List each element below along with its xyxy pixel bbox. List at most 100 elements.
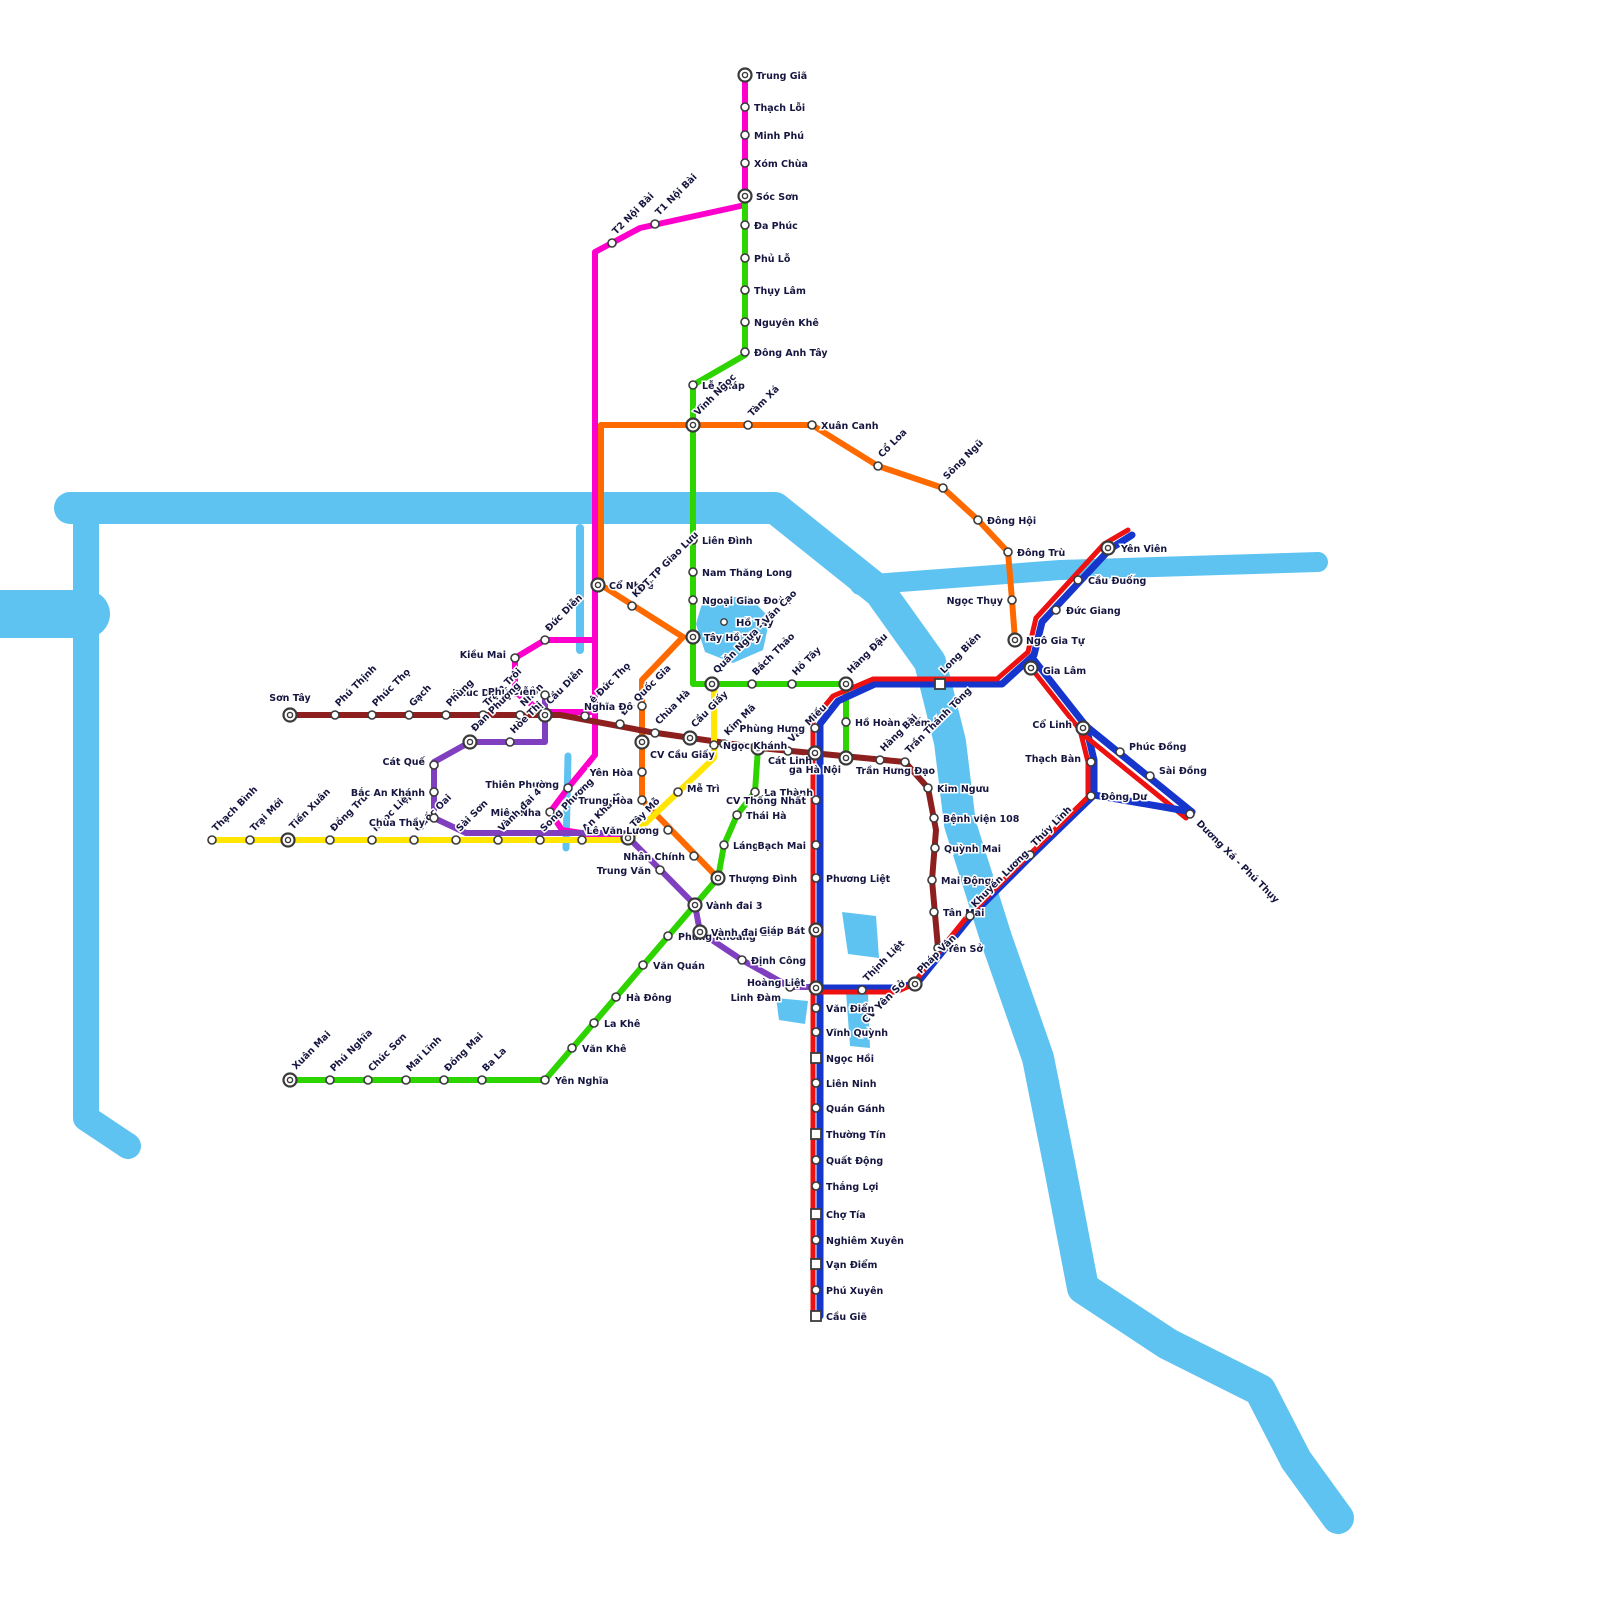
station-dot-marker[interactable]	[429, 813, 439, 823]
station-cat-que[interactable]: Cát Quế	[381, 756, 439, 770]
station-dot-marker[interactable]	[540, 690, 550, 700]
station-gia-lam[interactable]: Gia Lâm	[1023, 660, 1088, 679]
station-chua-thay[interactable]: Chùa Thầy	[367, 813, 439, 831]
station-dot-marker[interactable]	[650, 219, 660, 229]
station-van-khe[interactable]: Văn Khê	[567, 1043, 628, 1057]
station-vanh-dai-3[interactable]: Vành đai 3	[687, 897, 764, 914]
station-dot-marker[interactable]	[900, 757, 910, 767]
station-ho-hoan-kiem[interactable]: Hồ Hoàn Kiếm	[841, 717, 932, 731]
station-dot-marker[interactable]	[783, 746, 793, 756]
station-dot-marker[interactable]	[688, 380, 698, 390]
station-dot-marker[interactable]	[811, 840, 821, 850]
station-mieu-nha[interactable]: Miêu Nha	[489, 807, 555, 821]
station-dot-marker[interactable]	[367, 835, 377, 845]
station-minh-phu[interactable]: Minh Phú	[740, 130, 806, 144]
station-bach-mai[interactable]: Bạch Mai	[756, 840, 821, 854]
station-dot-marker[interactable]	[811, 1235, 821, 1245]
station-mai-dong[interactable]: Mai Động	[927, 875, 993, 889]
station-thang-loi[interactable]: Thắng Lợi	[811, 1181, 880, 1195]
station-dot-marker[interactable]	[535, 835, 545, 845]
station-dinh-cong[interactable]: Định Công	[737, 955, 808, 969]
station-dot-marker[interactable]	[637, 767, 647, 777]
station-benh-vien-108[interactable]: Bệnh viện 108	[929, 813, 1021, 827]
station-dot-marker[interactable]	[857, 985, 867, 995]
station-dot-marker[interactable]	[367, 710, 377, 720]
station-dot-marker[interactable]	[740, 102, 750, 112]
station-cat-linh[interactable]: Cát Linh	[750, 740, 814, 769]
station-dot-marker[interactable]	[927, 875, 937, 885]
station-dot-marker[interactable]	[1025, 850, 1035, 860]
station-dot-marker[interactable]	[747, 679, 757, 689]
station-quat-dong[interactable]: Quất Động	[811, 1155, 885, 1169]
station-dot-marker[interactable]	[580, 711, 590, 721]
station-dot-marker[interactable]	[740, 158, 750, 168]
station-dot-marker[interactable]	[743, 420, 753, 430]
station-dot-marker[interactable]	[510, 653, 520, 663]
station-dot-marker[interactable]	[740, 253, 750, 263]
station-phuc-dien[interactable]: Phúc Diễn	[451, 687, 520, 701]
station-dot-marker[interactable]	[650, 728, 660, 738]
station-duong-xa-phu-thuy[interactable]: Dương Xá - Phú Thụy	[1185, 809, 1283, 908]
station-dot-marker[interactable]	[441, 710, 451, 720]
station-dot-marker[interactable]	[811, 1181, 821, 1191]
station-cho-tia[interactable]: Chợ Tía	[810, 1208, 867, 1223]
station-tay-ho-tay[interactable]: Tây Hồ Tây	[685, 629, 763, 646]
station-dong-mai[interactable]: Đồng Mai	[439, 1029, 487, 1085]
station-trung-gia[interactable]: Trung Giã	[737, 67, 809, 84]
station-yen-hoa[interactable]: Yên Hòa	[587, 767, 647, 781]
station-square-marker[interactable]	[810, 1128, 822, 1140]
station-quan-ganh[interactable]: Quán Gánh	[811, 1103, 887, 1117]
station-van-dien[interactable]: Văn Điển	[811, 1002, 876, 1017]
station-song-ngu[interactable]: Sông Ngũ	[938, 436, 987, 493]
station-dot-marker[interactable]	[929, 907, 939, 917]
station-dot-marker[interactable]	[545, 807, 555, 817]
station-dot-marker[interactable]	[719, 739, 729, 749]
station-van-quan[interactable]: Văn Quán	[638, 960, 707, 974]
station-dot-marker[interactable]	[637, 795, 647, 805]
station-le-van-luong[interactable]: Lê Văn Lương	[585, 825, 673, 839]
station-thach-loi[interactable]: Thạch Lỗi	[740, 102, 807, 116]
station-da-phuc[interactable]: Đa Phúc	[740, 220, 799, 234]
station-cau-duong[interactable]: Cầu Đuống	[1073, 575, 1148, 589]
station-mai-linh[interactable]: Mai Lĩnh	[401, 1033, 446, 1085]
station-dot-marker[interactable]	[589, 1018, 599, 1028]
station-tran-hung-dao[interactable]: Trần Hưng Đạo	[838, 750, 937, 779]
station-kieu-mai[interactable]: Kiều Mai	[458, 649, 520, 663]
station-dot-marker[interactable]	[709, 740, 719, 750]
station-tan-mai[interactable]: Tân Mai	[929, 907, 986, 921]
station-dot-marker[interactable]	[785, 982, 795, 992]
station-soc-son[interactable]: Sóc Sơn	[737, 188, 800, 205]
station-square-marker[interactable]	[810, 1310, 822, 1322]
station-nghia-do[interactable]: Nghĩa Đô	[583, 701, 647, 715]
station-dot-marker[interactable]	[1086, 791, 1096, 801]
station-square-marker[interactable]	[810, 1052, 822, 1064]
station-dot-marker[interactable]	[325, 835, 335, 845]
station-dot-marker[interactable]	[439, 1075, 449, 1085]
station-nguyen-khe[interactable]: Nguyên Khê	[740, 317, 820, 331]
station-dot-marker[interactable]	[688, 567, 698, 577]
station-dot-marker[interactable]	[245, 835, 255, 845]
station-van-diem[interactable]: Vạn Điểm	[810, 1258, 879, 1273]
station-dot-marker[interactable]	[655, 865, 665, 875]
station-thuy-lam[interactable]: Thụy Lâm	[740, 285, 807, 299]
station-dot-marker[interactable]	[938, 483, 948, 493]
station-square-marker[interactable]	[810, 1208, 822, 1220]
station-dot-marker[interactable]	[875, 755, 885, 765]
station-dot-marker[interactable]	[811, 1003, 821, 1013]
station-lang[interactable]: Láng	[719, 840, 761, 854]
station-dot-marker[interactable]	[810, 723, 820, 733]
station-phap-van[interactable]: Pháp Vân	[907, 931, 960, 992]
station-dot-marker[interactable]	[787, 679, 797, 689]
station-dot-marker[interactable]	[811, 873, 821, 883]
station-phung-hung[interactable]: Phùng Hưng	[738, 723, 820, 737]
station-yen-nghia[interactable]: Yên Nghĩa	[540, 1075, 610, 1089]
station-linh-dam[interactable]: Linh Đàm	[729, 982, 795, 1006]
station-thuong-tin[interactable]: Thường Tín	[810, 1128, 888, 1143]
station-phu-xuyen[interactable]: Phú Xuyên	[811, 1285, 885, 1299]
station-dot-marker[interactable]	[719, 840, 729, 850]
station-dot-marker[interactable]	[873, 461, 883, 471]
station-ngoc-khanh[interactable]: Ngọc Khánh	[709, 740, 789, 754]
station-dot-marker[interactable]	[1003, 547, 1013, 557]
station-ngo-gia-tu[interactable]: Ngô Gia Tự	[1007, 632, 1086, 649]
station-cv-thong-nhat[interactable]: CV Thống Nhất	[725, 795, 821, 809]
